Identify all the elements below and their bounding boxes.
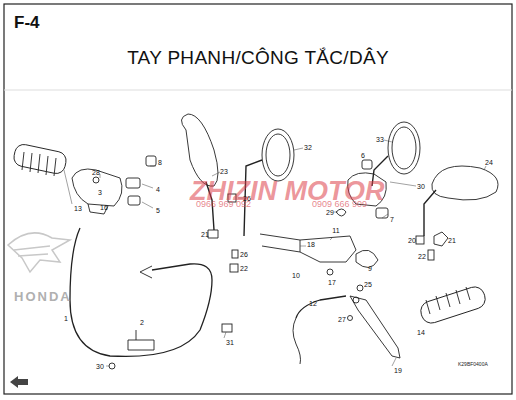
brand-logo-text: HONDA xyxy=(14,290,72,303)
callout-number: 9 xyxy=(368,265,372,272)
callout-number: 27 xyxy=(338,316,346,323)
callout-number: 11 xyxy=(332,227,339,234)
callout-number: 6 xyxy=(361,152,365,159)
callout-number: 25 xyxy=(364,281,372,288)
diagram-code: F-4 xyxy=(14,14,40,31)
callout-number: 3 xyxy=(98,189,102,196)
callout-number: 22 xyxy=(240,265,248,272)
right-grip xyxy=(418,284,488,325)
cable-12 xyxy=(293,296,346,364)
callout-number: 18 xyxy=(307,241,315,248)
callout-number: 17 xyxy=(328,279,336,286)
callout-number: 31 xyxy=(226,339,234,346)
callout-number: 30 xyxy=(417,183,425,190)
callout-number: 19 xyxy=(394,367,402,374)
callout-number: 20 xyxy=(408,237,416,244)
callout-number: 2 xyxy=(140,319,144,326)
callout-number: 1 xyxy=(64,315,68,322)
figure-code: K29BF0400A xyxy=(458,362,488,367)
callout-number: 14 xyxy=(417,329,425,336)
mirror-oval xyxy=(424,166,498,236)
callout-number: 21 xyxy=(201,231,209,238)
callout-number: 4 xyxy=(156,186,160,193)
callout-number: 5 xyxy=(156,207,160,214)
pivot-nut xyxy=(357,285,363,291)
mirror-round-right xyxy=(372,122,420,186)
honda-wing-logo xyxy=(8,233,70,272)
left-grip xyxy=(12,143,67,176)
page-title: TAY PHANH/CÔNG TẮC/DÂY xyxy=(0,48,516,67)
watermark-phone: 0909 666 909 xyxy=(312,200,367,209)
header-rule xyxy=(4,90,512,91)
callout-number: 23 xyxy=(220,168,228,175)
brake-master-cylinder xyxy=(260,234,378,275)
callout-number: 7 xyxy=(390,216,394,223)
callout-number: 30 xyxy=(96,363,104,370)
callout-number: 32 xyxy=(304,144,312,151)
callout-number: 33 xyxy=(376,136,384,143)
callout-number: 26 xyxy=(240,251,248,258)
callout-number: 28 xyxy=(92,169,100,176)
mirror-nuts-right xyxy=(416,232,448,260)
watermark-phone: 0966 969 092 xyxy=(196,200,251,209)
callout-number: 16 xyxy=(100,204,108,211)
brake-cable xyxy=(70,228,232,369)
callout-number: 21 xyxy=(448,237,456,244)
callout-number: 10 xyxy=(292,272,300,279)
callout-number: 8 xyxy=(158,159,162,166)
callout-number: 22 xyxy=(418,253,426,260)
callout-number: 24 xyxy=(485,159,493,166)
front-arrow xyxy=(10,376,28,388)
callout-number: 13 xyxy=(74,205,82,212)
right-brake-lever xyxy=(350,296,400,358)
callout-number: 29 xyxy=(326,209,334,216)
pivot-bolt xyxy=(348,316,353,321)
callout-number: 12 xyxy=(309,300,317,307)
left-switch-housing xyxy=(72,156,156,214)
leader-lines xyxy=(64,140,486,366)
